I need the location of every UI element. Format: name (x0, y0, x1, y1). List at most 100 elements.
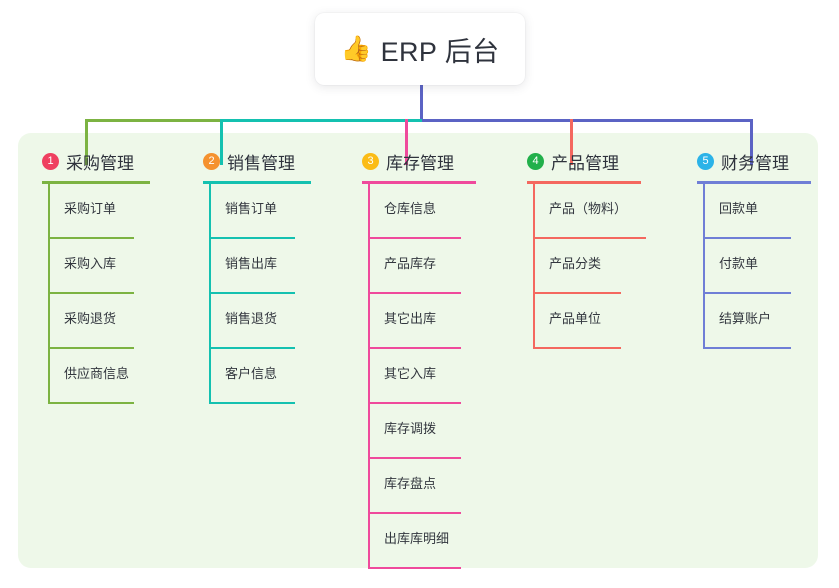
list-item-rule (703, 237, 791, 239)
drop-col-4 (570, 119, 573, 165)
list-item[interactable]: 采购订单 (42, 184, 134, 239)
column-header-rule-3 (362, 181, 476, 184)
column-header-3[interactable]: 3 库存管理 (362, 148, 476, 184)
list-item[interactable]: 产品分类 (527, 239, 621, 294)
list-item-label: 销售订单 (225, 201, 278, 216)
column-header-1[interactable]: 1 采购管理 (42, 148, 150, 184)
list-item[interactable]: 销售退货 (203, 294, 295, 349)
list-item[interactable]: 采购入库 (42, 239, 134, 294)
list-item-label: 结算账户 (719, 311, 772, 326)
thumbs-up-icon: 👍 (340, 34, 372, 63)
list-item-rule (48, 347, 134, 349)
list-item-label: 产品分类 (549, 256, 602, 271)
column-title-3: 库存管理 (386, 153, 454, 173)
list-item-rule (703, 347, 791, 349)
list-item-label: 付款单 (719, 256, 759, 271)
list-item-label: 仓库信息 (384, 201, 437, 216)
module-column-1: 1 采购管理采购订单采购入库采购退货供应商信息 (42, 148, 150, 404)
column-spine-3 (368, 184, 370, 569)
list-item-rule (368, 347, 461, 349)
column-badge-5: 5 (697, 152, 714, 170)
list-item-rule (209, 292, 295, 294)
list-item[interactable]: 仓库信息 (362, 184, 461, 239)
list-item[interactable]: 产品库存 (362, 239, 461, 294)
list-item[interactable]: 销售出库 (203, 239, 295, 294)
list-item-rule (533, 237, 646, 239)
module-column-4: 4 产品管理产品（物料） 产品分类产品单位 (527, 148, 646, 349)
column-title-4: 产品管理 (551, 153, 619, 173)
root-node-card[interactable]: 👍 ERP 后台 (315, 13, 525, 85)
list-item-label: 产品库存 (384, 256, 437, 271)
list-item[interactable]: 付款单 (697, 239, 791, 294)
column-title-1: 采购管理 (66, 153, 134, 173)
list-item-label: 库存盘点 (384, 476, 437, 491)
list-item-rule (48, 292, 134, 294)
list-item-rule (209, 237, 295, 239)
drop-col-1 (85, 119, 88, 165)
list-item[interactable]: 库存调拨 (362, 404, 461, 459)
list-item-label: 销售出库 (225, 256, 278, 271)
column-header-2[interactable]: 2 销售管理 (203, 148, 311, 184)
list-item-label: 库存调拨 (384, 421, 437, 436)
list-item[interactable]: 销售订单 (203, 184, 295, 239)
list-item-rule (368, 237, 461, 239)
list-item-label: 其它出库 (384, 311, 437, 326)
list-item-label: 其它入库 (384, 366, 437, 381)
list-item-rule (533, 292, 621, 294)
column-header-4[interactable]: 4 产品管理 (527, 148, 641, 184)
list-item-label: 采购订单 (64, 201, 117, 216)
column-header-rule-1 (42, 181, 150, 184)
list-item-label: 采购入库 (64, 256, 117, 271)
column-spine-4 (533, 184, 535, 349)
list-item-rule (368, 567, 461, 569)
list-item-rule (368, 402, 461, 404)
page-title: ERP 后台 (380, 36, 500, 67)
list-item[interactable]: 采购退货 (42, 294, 134, 349)
list-item-rule (48, 402, 134, 404)
list-item-label: 产品（物料） (549, 201, 628, 216)
root-node-content: 👍 ERP 后台 (340, 30, 499, 69)
list-item-label: 销售退货 (225, 311, 278, 326)
list-item-label: 供应商信息 (64, 366, 130, 381)
column-header-rule-5 (697, 181, 811, 184)
list-item-rule (209, 347, 295, 349)
column-items-3: 仓库信息产品库存其它出库其它入库库存调拨库存盘点出库库明细 (362, 184, 461, 569)
list-item[interactable]: 客户信息 (203, 349, 295, 404)
list-item-label: 出库库明细 (384, 531, 450, 546)
list-item[interactable]: 出库库明细 (362, 514, 461, 569)
column-badge-1: 1 (42, 152, 59, 170)
column-badge-2: 2 (203, 152, 220, 170)
list-item[interactable]: 产品（物料） (527, 184, 646, 239)
list-item[interactable]: 其它入库 (362, 349, 461, 404)
bar-segment-green (85, 119, 220, 122)
list-item[interactable]: 供应商信息 (42, 349, 134, 404)
drop-col-5 (750, 119, 753, 165)
column-items-1: 采购订单采购入库采购退货供应商信息 (42, 184, 134, 404)
column-spine-1 (48, 184, 50, 404)
list-item[interactable]: 产品单位 (527, 294, 621, 349)
list-item-label: 回款单 (719, 201, 759, 216)
column-title-2: 销售管理 (227, 153, 295, 173)
column-badge-3: 3 (362, 152, 379, 170)
list-item[interactable]: 库存盘点 (362, 459, 461, 514)
drop-col-2 (220, 119, 223, 165)
list-item-rule (368, 457, 461, 459)
list-item-rule (209, 402, 295, 404)
list-item-label: 产品单位 (549, 311, 602, 326)
bar-segment-blue (422, 119, 752, 122)
list-item-label: 采购退货 (64, 311, 117, 326)
list-item[interactable]: 其它出库 (362, 294, 461, 349)
list-item-rule (703, 292, 791, 294)
trunk-line (420, 85, 423, 122)
module-column-2: 2 销售管理销售订单销售出库销售退货客户信息 (203, 148, 311, 404)
column-spine-5 (703, 184, 705, 349)
column-header-rule-2 (203, 181, 311, 184)
list-item[interactable]: 回款单 (697, 184, 791, 239)
column-badge-4: 4 (527, 152, 544, 170)
list-item[interactable]: 结算账户 (697, 294, 791, 349)
column-header-rule-4 (527, 181, 641, 184)
column-spine-2 (209, 184, 211, 404)
